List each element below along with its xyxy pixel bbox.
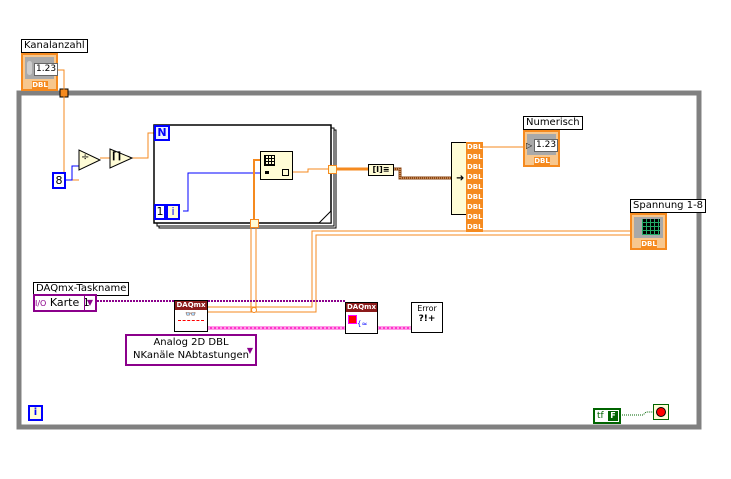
wire-array (394, 167, 455, 180)
stop-square-icon (348, 315, 357, 324)
loop-index-terminal[interactable]: i (166, 204, 180, 220)
loop-stop-terminal[interactable] (653, 404, 669, 420)
wire-spannung (208, 230, 632, 308)
kanalanzahl-control[interactable]: 1.23 DBL (21, 53, 59, 91)
clear-wave-icon: {≈ (357, 320, 368, 328)
loop-index-constant[interactable]: 1 (154, 204, 166, 220)
loop-count-terminal[interactable]: N (154, 125, 170, 141)
divide-symbol: ÷ (81, 152, 90, 163)
daqmx-clear-header: DAQmx (346, 303, 377, 312)
taskname-control[interactable]: I/O Karte 1 ▼ (33, 294, 97, 312)
wire-loop-index (183, 172, 260, 212)
wire-stop (618, 411, 653, 416)
wire-kanalanzahl (57, 69, 79, 181)
array-subset-node[interactable]: [I]≡ (368, 164, 394, 176)
waveform-icon (178, 320, 204, 327)
numerisch-label: Numerisch (523, 116, 583, 130)
wire-round-N (132, 132, 155, 159)
stop-icon (656, 407, 666, 417)
spannung-label: Spannung 1-8 (630, 199, 707, 213)
read-mode-selector[interactable]: Analog 2D DBL NKanäle NAbtastungen ▼ (125, 334, 257, 366)
taskname-value: Karte 1 (49, 296, 90, 309)
kanalanzahl-label: Kanalanzahl (21, 39, 88, 53)
loop-output-tunnel (328, 165, 337, 174)
stop-bool-constant[interactable]: tf F (593, 408, 621, 424)
io-icon: I/O (35, 299, 47, 308)
error-handler-node[interactable]: Error ?!+ (411, 302, 443, 333)
input-arrow-icon: ▷ (526, 141, 533, 150)
dbl-type-badge: DBL (32, 81, 48, 89)
waveform-graph-icon (642, 219, 660, 235)
loop-input-tunnel (250, 219, 259, 228)
round-up-symbol: ⌈⌉ (112, 151, 122, 162)
index-array-expand-node[interactable]: ➜ (451, 142, 467, 215)
wire-tunnel-node (253, 159, 260, 222)
glasses-icon: 👓 (185, 310, 197, 320)
error-symbol: ?!+ (418, 314, 436, 324)
for-loop (153, 124, 332, 224)
wire-node-out (292, 168, 330, 173)
chevron-down-icon[interactable]: ▼ (84, 296, 95, 310)
wire-divisor (66, 165, 79, 181)
increment-icon (27, 61, 32, 75)
array-grid-icon (264, 155, 275, 166)
index-outputs: DBL DBL DBL DBL DBL DBL DBL DBL DBL (466, 142, 483, 232)
daqmx-read-header: DAQmx (175, 301, 207, 310)
index-array-node[interactable] (260, 151, 293, 180)
spannung-graph-indicator[interactable]: DBL (630, 213, 667, 250)
outer-frame (16, 90, 702, 430)
loop-fold-corner (317, 209, 332, 224)
tf-icon: tf (597, 411, 604, 421)
daqmx-read-node[interactable]: DAQmx 👓 (174, 300, 208, 332)
divisor-constant[interactable]: 8 (52, 172, 66, 189)
numerisch-indicator[interactable]: ▷ 1.23 DBL (523, 130, 560, 167)
numerisch-value: 1.23 (534, 139, 559, 152)
chevron-down-icon[interactable]: ▼ (246, 346, 253, 355)
daqmx-clear-node[interactable]: DAQmx {≈ (345, 302, 378, 334)
kanalanzahl-value: 1.23 (34, 63, 59, 76)
info-icon[interactable]: i (28, 405, 43, 421)
arrow-icon: ➜ (456, 173, 465, 184)
wire-junction (251, 307, 257, 313)
